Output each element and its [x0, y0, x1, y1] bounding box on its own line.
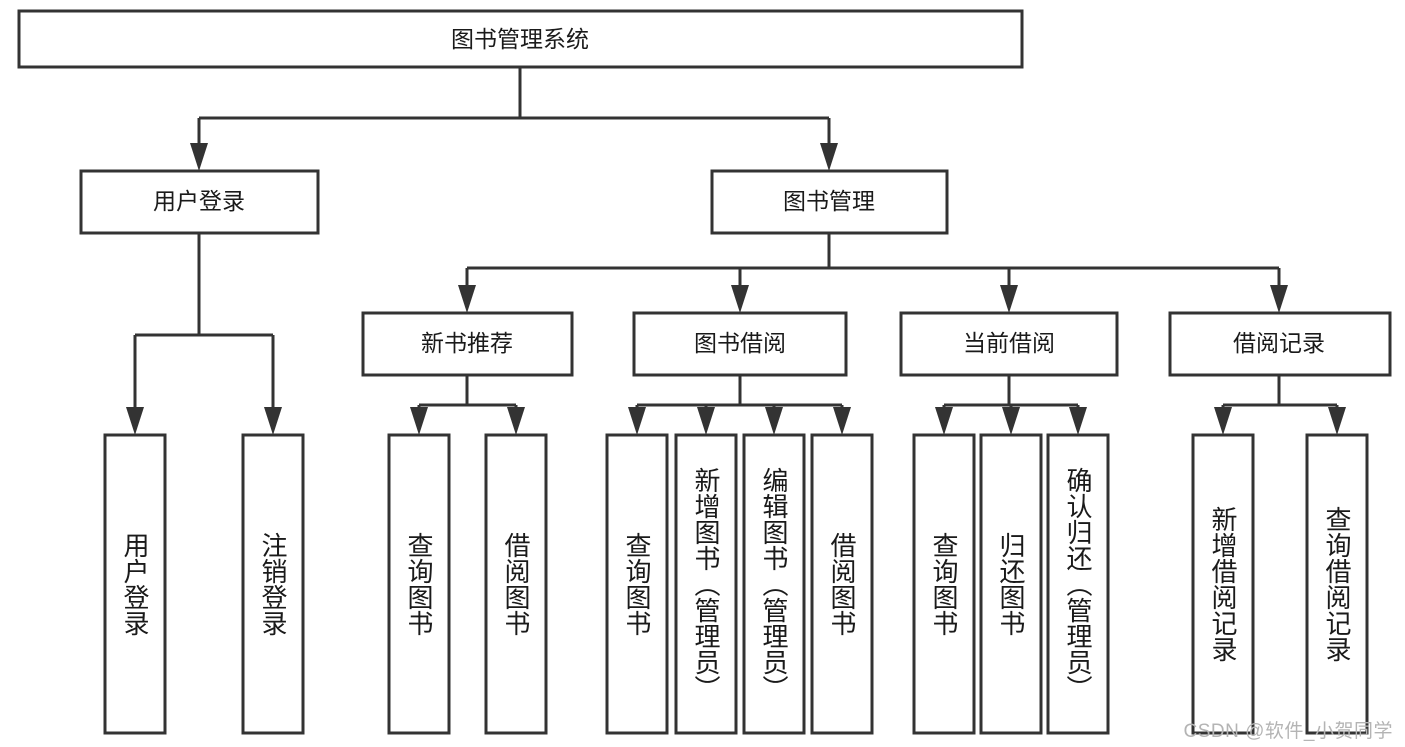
arrow-head-leaf-query-borrow-record	[1328, 407, 1346, 435]
node-book-management-box[interactable]	[710, 169, 949, 235]
arrow-head-leaf-query-book-1	[410, 407, 428, 435]
csdn-watermark: CSDN @软件_小贺同学	[1183, 721, 1393, 742]
node-leaf-query-book-2[interactable]: 查询图书	[605, 433, 669, 735]
node-current-borrow[interactable]: 当前借阅	[899, 311, 1119, 377]
node-leaf-query-book-2-box[interactable]	[605, 433, 669, 735]
node-user-login-label: 用户登录	[153, 188, 245, 214]
node-leaf-query-book-3-label: 查询图书	[929, 532, 959, 636]
connector-layer	[126, 67, 1346, 435]
arrow-head-leaf-confirm-return-admin	[1069, 407, 1087, 435]
arrow-head-leaf-logout-login	[264, 407, 282, 435]
node-root[interactable]: 图书管理系统	[17, 9, 1024, 69]
node-borrow-record[interactable]: 借阅记录	[1168, 311, 1392, 377]
arrow-head-leaf-user-login	[126, 407, 144, 435]
node-leaf-query-book-1[interactable]: 查询图书	[387, 433, 451, 735]
node-leaf-query-book-2-label: 查询图书	[622, 532, 652, 636]
arrow-head-user-login	[190, 143, 208, 171]
arrow-head-leaf-add-book-admin	[697, 407, 715, 435]
node-leaf-add-book-admin-label: 新增图书（管理员）	[691, 467, 721, 701]
node-book-management[interactable]: 图书管理	[710, 169, 949, 235]
node-leaf-borrow-book-2-box[interactable]	[810, 433, 874, 735]
arrow-head-leaf-edit-book-admin	[765, 407, 783, 435]
node-root-label: 图书管理系统	[451, 26, 589, 52]
node-leaf-user-login-label: 用户登录	[120, 532, 150, 636]
node-leaf-edit-book-admin-box[interactable]	[742, 433, 806, 735]
node-leaf-add-borrow-record-box[interactable]	[1191, 433, 1255, 735]
node-book-borrow-box[interactable]	[632, 311, 848, 377]
arrow-head-book-borrow	[731, 285, 749, 313]
node-leaf-add-borrow-record[interactable]: 新增借阅记录	[1191, 433, 1255, 735]
node-leaf-borrow-book-1-label: 借阅图书	[501, 532, 531, 636]
node-leaf-logout-login[interactable]: 注销登录	[241, 433, 305, 735]
arrow-head-leaf-query-book-2	[628, 407, 646, 435]
node-user-login[interactable]: 用户登录	[79, 169, 320, 235]
arrow-head-new-book-recommend	[458, 285, 476, 313]
node-borrow-record-box[interactable]	[1168, 311, 1392, 377]
node-leaf-confirm-return-admin-label: 确认归还（管理员）	[1063, 467, 1093, 701]
node-leaf-user-login[interactable]: 用户登录	[103, 433, 167, 735]
node-leaf-edit-book-admin-label: 编辑图书（管理员）	[759, 467, 789, 701]
node-current-borrow-label: 当前借阅	[963, 330, 1055, 356]
node-leaf-confirm-return-admin-box[interactable]	[1046, 433, 1110, 735]
node-leaf-borrow-book-1-box[interactable]	[484, 433, 548, 735]
node-current-borrow-box[interactable]	[899, 311, 1119, 377]
node-leaf-borrow-book-2-label: 借阅图书	[827, 532, 857, 636]
node-leaf-add-book-admin[interactable]: 新增图书（管理员）	[674, 433, 738, 735]
node-leaf-return-book[interactable]: 归还图书	[979, 433, 1043, 735]
arrow-head-leaf-borrow-book-2	[833, 407, 851, 435]
node-leaf-query-book-1-label: 查询图书	[404, 532, 434, 636]
node-new-book-recommend-label: 新书推荐	[421, 330, 513, 356]
node-leaf-return-book-box[interactable]	[979, 433, 1043, 735]
node-leaf-borrow-book-2[interactable]: 借阅图书	[810, 433, 874, 735]
arrow-head-current-borrow	[1000, 285, 1018, 313]
node-new-book-recommend[interactable]: 新书推荐	[361, 311, 574, 377]
node-book-borrow[interactable]: 图书借阅	[632, 311, 848, 377]
node-leaf-query-book-3-box[interactable]	[912, 433, 976, 735]
arrow-head-leaf-return-book	[1002, 407, 1020, 435]
node-leaf-logout-login-label: 注销登录	[258, 532, 288, 636]
arrow-head-leaf-query-book-3	[935, 407, 953, 435]
node-leaf-query-book-3[interactable]: 查询图书	[912, 433, 976, 735]
node-book-borrow-label: 图书借阅	[694, 330, 786, 356]
node-leaf-return-book-label: 归还图书	[996, 532, 1026, 636]
node-root-box[interactable]	[17, 9, 1024, 69]
node-leaf-user-login-box[interactable]	[103, 433, 167, 735]
node-leaf-logout-login-box[interactable]	[241, 433, 305, 735]
node-leaf-confirm-return-admin[interactable]: 确认归还（管理员）	[1046, 433, 1110, 735]
node-user-login-box[interactable]	[79, 169, 320, 235]
arrow-head-book-management	[820, 143, 838, 171]
node-book-management-label: 图书管理	[783, 188, 875, 214]
node-borrow-record-label: 借阅记录	[1233, 330, 1325, 356]
node-leaf-query-borrow-record[interactable]: 查询借阅记录	[1305, 433, 1369, 735]
node-leaf-borrow-book-1[interactable]: 借阅图书	[484, 433, 548, 735]
node-leaf-add-book-admin-box[interactable]	[674, 433, 738, 735]
node-leaf-edit-book-admin[interactable]: 编辑图书（管理员）	[742, 433, 806, 735]
arrow-head-leaf-add-borrow-record	[1214, 407, 1232, 435]
node-leaf-query-borrow-record-box[interactable]	[1305, 433, 1369, 735]
node-leaf-query-borrow-record-label: 查询借阅记录	[1322, 506, 1352, 662]
node-leaf-query-book-1-box[interactable]	[387, 433, 451, 735]
arrow-head-leaf-borrow-book-1	[507, 407, 525, 435]
node-new-book-recommend-box[interactable]	[361, 311, 574, 377]
node-leaf-add-borrow-record-label: 新增借阅记录	[1208, 506, 1238, 662]
arrow-head-borrow-record	[1270, 285, 1288, 313]
